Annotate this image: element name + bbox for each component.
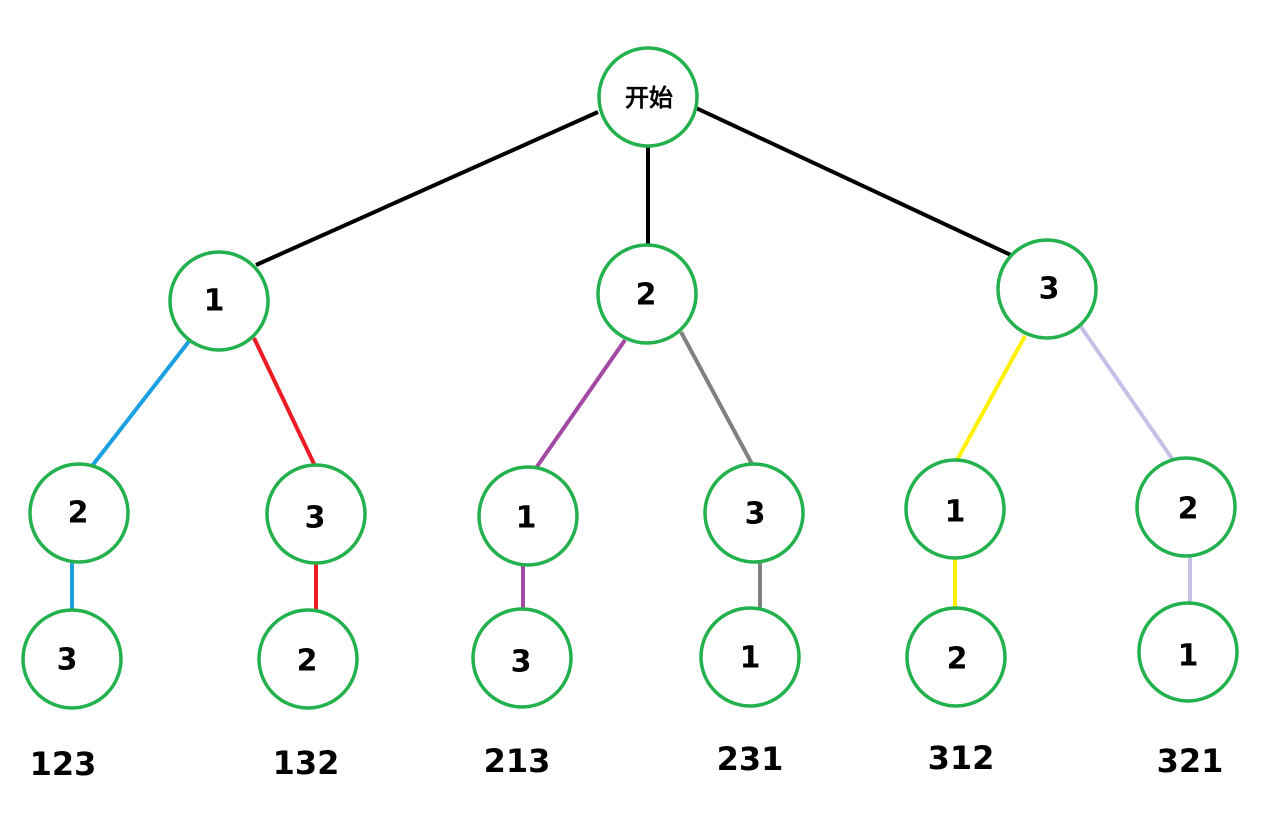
node-level3-3-label: 3 (511, 645, 532, 680)
node-root-label: 开始 (625, 84, 673, 112)
node-level2-4-label: 3 (745, 497, 766, 532)
node-level2-1: 2 (28, 462, 130, 564)
edge-1-to-2 (90, 338, 192, 468)
node-root: 开始 (597, 46, 699, 148)
node-level2-4: 3 (703, 462, 805, 564)
edge-3-to-2 (1077, 322, 1175, 462)
node-level2-2-label: 3 (305, 501, 326, 536)
result-label-2: 132 (273, 744, 340, 782)
node-level3-5-label: 2 (947, 642, 968, 677)
edge-root-to-1 (255, 110, 599, 267)
result-label-5: 312 (928, 739, 995, 777)
node-level2-3: 1 (477, 465, 579, 567)
node-level2-2: 3 (265, 463, 367, 565)
edge-2-to-3 (679, 331, 754, 465)
node-level3-2-label: 2 (297, 644, 318, 679)
result-label-1: 123 (30, 745, 97, 783)
node-level2-5-label: 1 (945, 495, 966, 530)
edge-3-to-1 (955, 335, 1027, 461)
edge-2-to-1 (534, 338, 627, 470)
result-label-3: 213 (484, 742, 551, 780)
node-level1-3-label: 3 (1039, 272, 1060, 307)
node-level3-4: 1 (699, 606, 801, 708)
node-level1-1-label: 1 (204, 284, 225, 319)
node-level3-6: 1 (1137, 601, 1239, 703)
node-level2-1-label: 2 (68, 496, 89, 531)
node-level3-1: 3 (21, 608, 123, 710)
node-level2-5: 1 (904, 458, 1006, 560)
node-level1-3: 3 (996, 238, 1098, 340)
node-level1-1: 1 (168, 250, 270, 352)
node-level3-3: 3 (471, 607, 573, 709)
result-label-6: 321 (1157, 742, 1224, 780)
node-level3-5: 2 (905, 606, 1007, 708)
node-level3-4-label: 1 (740, 641, 761, 676)
edge-1-to-3 (252, 337, 317, 467)
node-level3-2: 2 (257, 608, 359, 710)
edge-root-to-3 (695, 106, 1014, 258)
node-level2-6-label: 2 (1178, 492, 1199, 527)
node-level2-6: 2 (1135, 456, 1237, 558)
result-label-4: 231 (717, 740, 784, 778)
node-level3-1-label: 3 (57, 643, 78, 678)
node-level2-3-label: 1 (516, 501, 537, 536)
node-level3-6-label: 1 (1178, 639, 1199, 674)
node-level1-2-label: 2 (636, 278, 657, 313)
node-level1-2: 2 (596, 243, 698, 345)
